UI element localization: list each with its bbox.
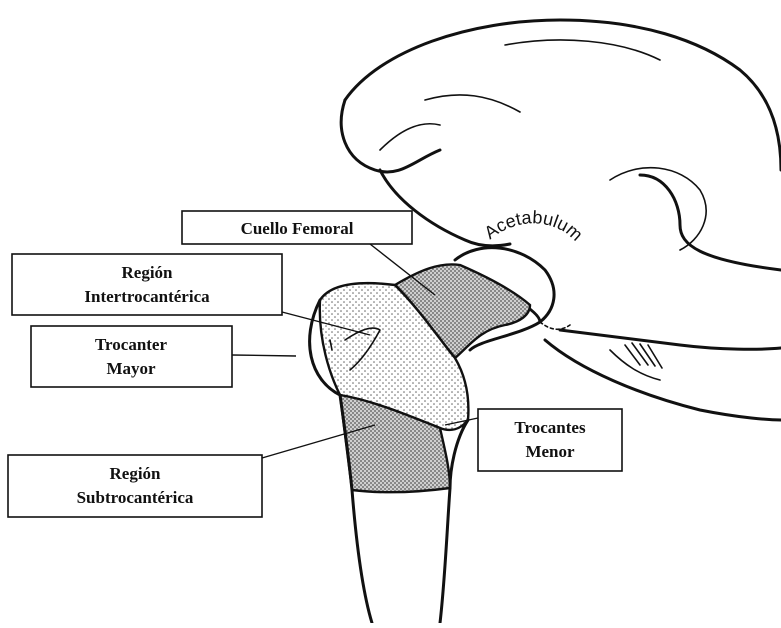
label-trocanter-mayor-line1: Trocanter xyxy=(95,335,168,354)
label-region-intertrocanterica-line2: Intertrocantérica xyxy=(84,287,210,306)
label-acetabulum: Acetabulum xyxy=(480,207,586,245)
label-trocantes-menor-line2: Menor xyxy=(525,442,575,461)
label-trocantes-menor-line1: Trocantes xyxy=(514,418,586,437)
label-trocantes-menor: Trocantes Menor xyxy=(478,409,622,471)
label-region-subtrocanterica-line1: Región xyxy=(110,464,162,483)
label-trocanter-mayor-line2: Mayor xyxy=(106,359,156,378)
label-region-subtrocanterica: Región Subtrocantérica xyxy=(8,455,262,517)
label-trocanter-mayor: Trocanter Mayor xyxy=(31,326,232,387)
label-region-subtrocanterica-line2: Subtrocantérica xyxy=(77,488,194,507)
label-acetabulum-text: Acetabulum xyxy=(480,207,586,245)
leader-trocanter-mayor xyxy=(232,355,296,356)
label-cuello-femoral: Cuello Femoral xyxy=(182,211,412,244)
label-region-intertrocanterica: Región Intertrocantérica xyxy=(12,254,282,315)
label-region-intertrocanterica-line1: Región xyxy=(122,263,174,282)
label-cuello-femoral-text: Cuello Femoral xyxy=(241,219,354,238)
